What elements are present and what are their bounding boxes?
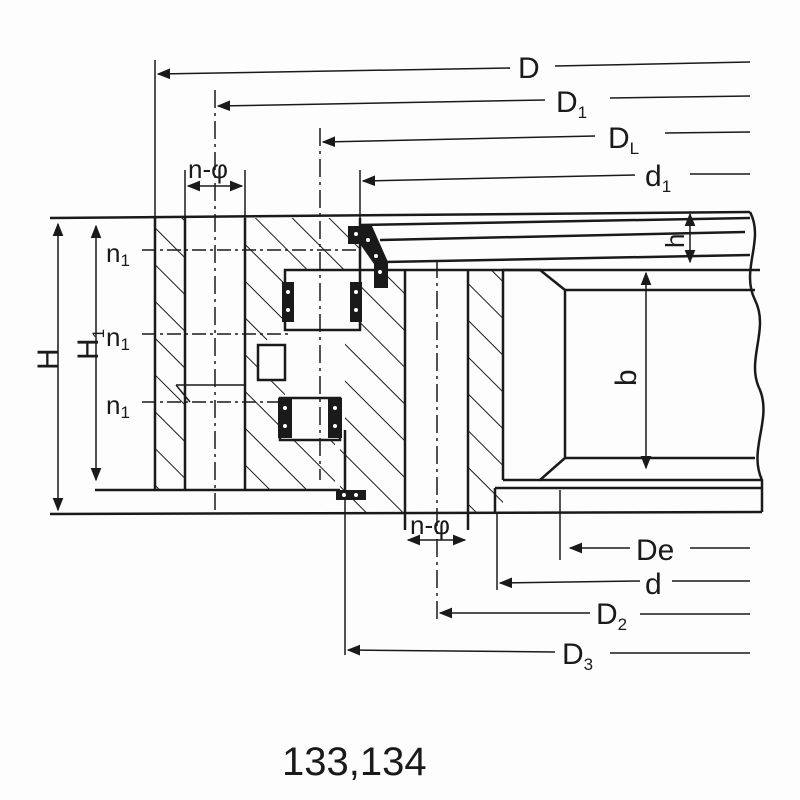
dim-label-d1: d1 [645,160,671,196]
dim-label-D3: D3 [562,638,593,674]
dim-label-D2: D2 [596,598,627,634]
row-label-n1-top: n1 [106,238,130,270]
dim-label-D1: D1 [556,86,587,122]
dim-label-H1: H1 [72,329,108,360]
top-seal [348,226,388,288]
dim-label-H: H [32,348,65,370]
dim-label-b: b [610,369,643,386]
lower-roller [278,398,342,438]
dim-label-D: D [518,52,540,85]
bottom-seal [336,490,366,500]
hole-label-top: n-φ [188,154,228,184]
hole-label-bottom: n-φ [410,510,450,540]
row-label-n1-bottom: n1 [106,390,130,422]
inner-ring-section [340,270,503,512]
dim-label-DL: DL [608,122,639,158]
dim-label-De: De [636,534,674,567]
outer-ring-section [155,218,360,490]
row-label-n1-middle: n1 [106,322,130,354]
model-caption: 133,134 [282,740,427,784]
dim-label-d: d [645,568,662,601]
dim-label-h: h [660,234,690,248]
section-outlines [49,90,765,620]
dimension-lines [52,60,751,656]
upper-roller [282,282,362,322]
